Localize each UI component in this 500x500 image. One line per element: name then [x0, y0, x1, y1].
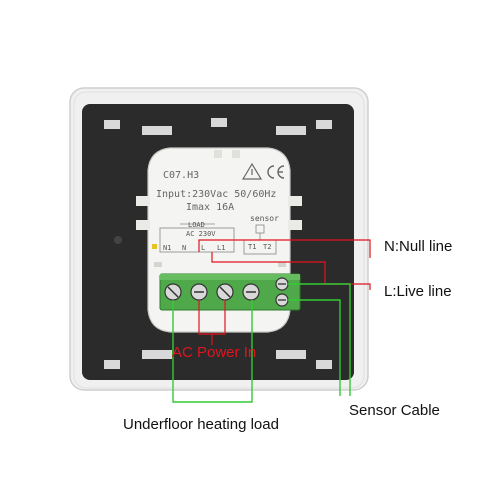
module-vents [154, 262, 286, 267]
null-line-wire [198, 239, 371, 258]
warning-triangle-icon [241, 162, 263, 180]
model-number: C07.H3 [163, 170, 200, 181]
ce-mark-icon [267, 165, 285, 179]
screw-hole [114, 236, 122, 244]
max-current: Imax 16A [186, 202, 235, 213]
module-notch [214, 150, 222, 158]
null-line-label: N:Null line [384, 238, 453, 255]
slot [142, 350, 172, 359]
slot [142, 126, 172, 135]
module-notch [288, 196, 302, 206]
live-line-label: L:Live line [384, 283, 452, 300]
indicator-dot [152, 244, 157, 249]
slot [276, 350, 306, 359]
module-notch [136, 220, 150, 230]
terminal-l: L [201, 244, 206, 252]
vent [154, 262, 162, 267]
slot [276, 126, 306, 135]
slot [316, 360, 332, 369]
terminal-t2: T2 [263, 243, 272, 251]
faceplate-slots [104, 118, 332, 369]
slot [316, 120, 332, 129]
module-notch [232, 150, 240, 158]
live-line-wire [211, 252, 371, 290]
ac-voltage-label: AC 230V [186, 230, 216, 238]
slot [104, 360, 120, 369]
sensor-symbol-icon [255, 224, 265, 240]
load-wire [172, 300, 253, 403]
terminal-screws [164, 277, 289, 307]
sensor-label: sensor [250, 214, 279, 223]
sensor-wire [288, 283, 351, 396]
terminal-block-top [160, 274, 300, 280]
ac-power-in-label: AC Power In [172, 344, 257, 361]
slot [104, 120, 120, 129]
vent [278, 262, 286, 267]
load-label: LOAD [188, 221, 205, 229]
terminal-l1: L1 [217, 244, 226, 252]
terminal-n: N [182, 244, 187, 252]
sensor-wire [288, 299, 341, 396]
sensor-cable-label: Sensor Cable [349, 402, 440, 419]
input-rating: Input:230Vac 50/60Hz [156, 189, 277, 200]
slot [211, 118, 227, 127]
underfloor-heating-label: Underfloor heating load [123, 416, 279, 433]
module-notch [288, 220, 302, 230]
terminal-n1: N1 [163, 244, 172, 252]
red-leader-lines [198, 239, 371, 345]
green-leader-lines [172, 283, 351, 403]
terminal-t1: T1 [248, 243, 257, 251]
module-notch [136, 196, 150, 206]
